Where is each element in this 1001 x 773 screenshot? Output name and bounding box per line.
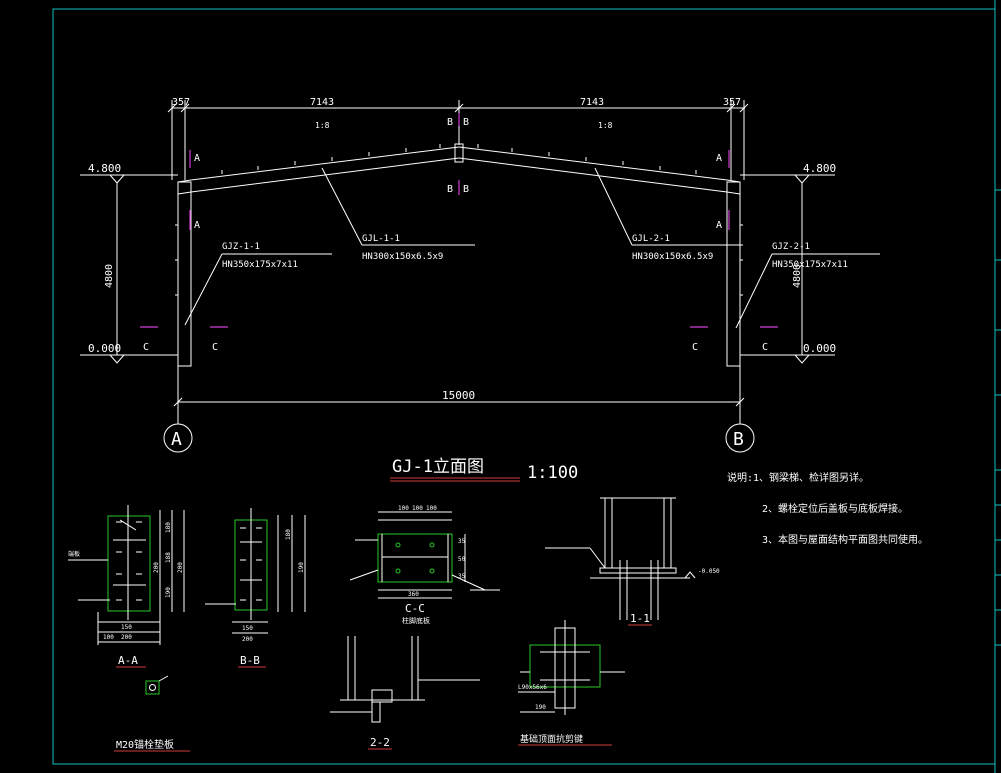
grid-axis-b: B [725, 423, 755, 453]
right-column [726, 181, 741, 367]
drawing-title: GJ-1立面图 1:100 [390, 457, 578, 483]
axis-label-a: A [171, 429, 182, 450]
aa-dim-b3: 100 [103, 634, 114, 641]
frame-elevation: 357 7143 7143 357 1:8 1:8 [80, 97, 880, 453]
right-rafter [458, 146, 741, 195]
note-2: 2、螺栓定位后盖板与底板焊接。 [762, 502, 908, 515]
bb-dim-r2: 190 [298, 562, 305, 573]
cc-dim-r1: 35 [458, 538, 466, 545]
cc-dim-t2: 100 [412, 505, 423, 512]
aa-dim-r2: 188 [165, 552, 172, 563]
section-a-left-top: A [194, 153, 200, 164]
left-column [177, 181, 192, 367]
s11-level: -0.050 [698, 568, 720, 575]
left-beam-section: HN300x150x6.5x9 [362, 252, 443, 262]
ridge-splice-plate [454, 143, 464, 163]
cc-dim-b1: 360 [408, 591, 419, 598]
cc-dim-r3: 35 [458, 573, 466, 580]
s11-label: 1-1 [630, 612, 650, 625]
section-c-left-inner: C [212, 342, 218, 353]
slope-left: 1:8 [315, 121, 330, 130]
s22-label: 2-2 [370, 736, 390, 749]
title-scale: 1:100 [527, 463, 578, 483]
total-span-dimension: 15000 [173, 366, 745, 424]
note-1: 说明:1、钢梁梯、检详图另详。 [727, 471, 869, 484]
section-c-right-inner: C [692, 342, 698, 353]
cc-label: C-C [405, 602, 425, 615]
dim-left-span: 7143 [310, 97, 334, 108]
shear-note: L90x56x6 [518, 684, 547, 691]
detail-b-b: 180 190 150 200 B-B [205, 508, 306, 668]
right-beam-section: HN300x150x6.5x9 [632, 252, 713, 262]
drawing-frame [52, 8, 996, 765]
dim-right-span: 7143 [580, 97, 604, 108]
section-a-left-bottom: A [194, 220, 200, 231]
member-callouts: GJZ-1-1 HN350x175x7x11 GJL-1-1 HN300x150… [184, 167, 880, 329]
grid-axis-a: A [163, 423, 193, 453]
left-rafter [177, 146, 460, 195]
bb-dim-b2: 200 [242, 636, 253, 643]
section-c-right-outer: C [762, 342, 768, 353]
section-b-left-top: B [447, 117, 453, 128]
aa-dim-r4: 190 [165, 587, 172, 598]
aa-dim-b1: 150 [121, 624, 132, 631]
aa-dim-r1: 180 [165, 522, 172, 533]
aa-note-left: 端板 [68, 550, 80, 558]
shear-dim: 190 [535, 704, 546, 711]
aa-dim-r5: 200 [153, 562, 160, 573]
section-a-right-top: A [716, 153, 722, 164]
dim-right-end: 357 [723, 97, 741, 108]
title-name: GJ-1立面图 [392, 457, 484, 477]
section-a-right-bottom: A [716, 220, 722, 231]
left-column-id: GJZ-1-1 [222, 242, 260, 252]
shear-label: 基础顶面抗剪键 [520, 733, 583, 745]
right-beam-id: GJL-2-1 [632, 234, 670, 244]
detail-1-1: -0.050 1-1 [545, 497, 720, 626]
purlin-marks [175, 144, 743, 296]
dim-left-end: 357 [172, 97, 190, 108]
aa-dim-b2: 200 [121, 634, 132, 641]
m20-label: M20锚栓垫板 [116, 738, 174, 751]
detail-2-2: 2-2 [330, 636, 480, 750]
general-notes: 说明:1、钢梁梯、检详图另详。 2、螺栓定位后盖板与底板焊接。 3、本图与屋面结… [727, 471, 928, 546]
level-left-base: 0.000 [88, 342, 121, 355]
detail-a-a: 端板 180 188 200 190 200 150 200 100 A-A [68, 505, 185, 668]
title-block-strip [995, 189, 1001, 646]
total-span: 15000 [442, 389, 475, 402]
top-dimension-chain: 357 7143 7143 357 [167, 97, 749, 180]
bb-dim-b1: 150 [242, 625, 253, 632]
height-dim-left: 4800 [104, 264, 115, 288]
note-3: 3、本图与屋面结构平面图共同使用。 [762, 533, 928, 546]
right-column-id: GJZ-2-1 [772, 242, 810, 252]
section-c-left-outer: C [143, 342, 149, 353]
level-marks: 4.800 0.000 4.800 0.000 4800 4800 [80, 162, 836, 364]
left-beam-id: GJL-1-1 [362, 234, 400, 244]
cc-sub: 柱脚底板 [402, 616, 430, 625]
cc-dim-t3: 100 [426, 505, 437, 512]
detail-c-c: 100 100 100 35 50 35 360 C-C 柱脚底板 [349, 505, 500, 625]
level-right-base: 0.000 [803, 342, 836, 355]
height-dim-right: 4800 [792, 264, 803, 288]
cc-dim-r2: 50 [458, 556, 466, 563]
left-column-section: HN350x175x7x11 [222, 260, 298, 270]
aa-label: A-A [118, 654, 138, 667]
section-b-left-bottom: B [447, 184, 453, 195]
detail-shear-key: L90x56x6 190 基础顶面抗剪键 [518, 620, 625, 746]
detail-m20-washer: M20锚栓垫板 [114, 675, 190, 752]
aa-dim-r3: 200 [177, 562, 184, 573]
axis-label-b: B [733, 429, 744, 450]
section-b-right-bottom: B [463, 184, 469, 195]
bb-label: B-B [240, 654, 260, 667]
cc-dim-t1: 100 [398, 505, 409, 512]
right-column-section: HN350x175x7x11 [772, 260, 848, 270]
level-left-top: 4.800 [88, 162, 121, 175]
level-right-top: 4.800 [803, 162, 836, 175]
section-cut-marks: B B B B A A A A C C C C [140, 113, 778, 353]
section-b-right-top: B [463, 117, 469, 128]
bb-dim-r1: 180 [285, 529, 292, 540]
slope-right: 1:8 [598, 121, 613, 130]
